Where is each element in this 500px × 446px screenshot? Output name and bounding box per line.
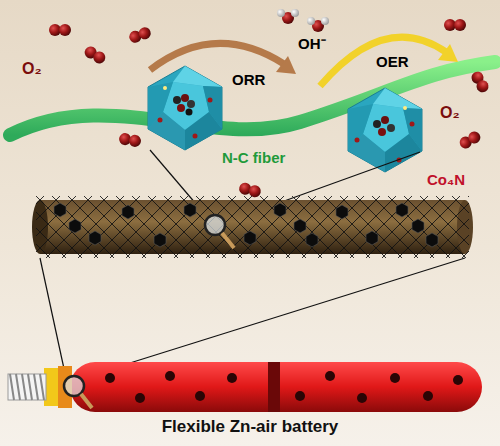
oer-arrow [320,37,446,86]
oxygen-molecules [49,19,491,199]
co4n-polyhedron [148,66,222,150]
arrowhead [438,44,458,62]
molecule-label: O₂ [440,104,460,122]
reaction-label: OER [376,54,409,71]
arrowhead [276,56,296,74]
material-label: Co₄N [427,172,465,189]
ion-label: OH⁻ [298,36,326,53]
molecule-label: O₂ [22,60,42,78]
co4n-polyhedron [348,88,422,172]
magnifier [64,376,92,408]
caption: Flexible Zn-air battery [0,418,500,437]
zoom-line [40,258,66,378]
zoom-line [82,258,465,378]
zn-air-battery [8,362,482,412]
magnifier [205,215,234,248]
orr-arrow [150,43,284,70]
fiber-cylinder [32,196,473,258]
water-molecules [277,9,329,32]
reaction-label: ORR [232,72,265,89]
material-label: N-C fiber [222,150,285,167]
